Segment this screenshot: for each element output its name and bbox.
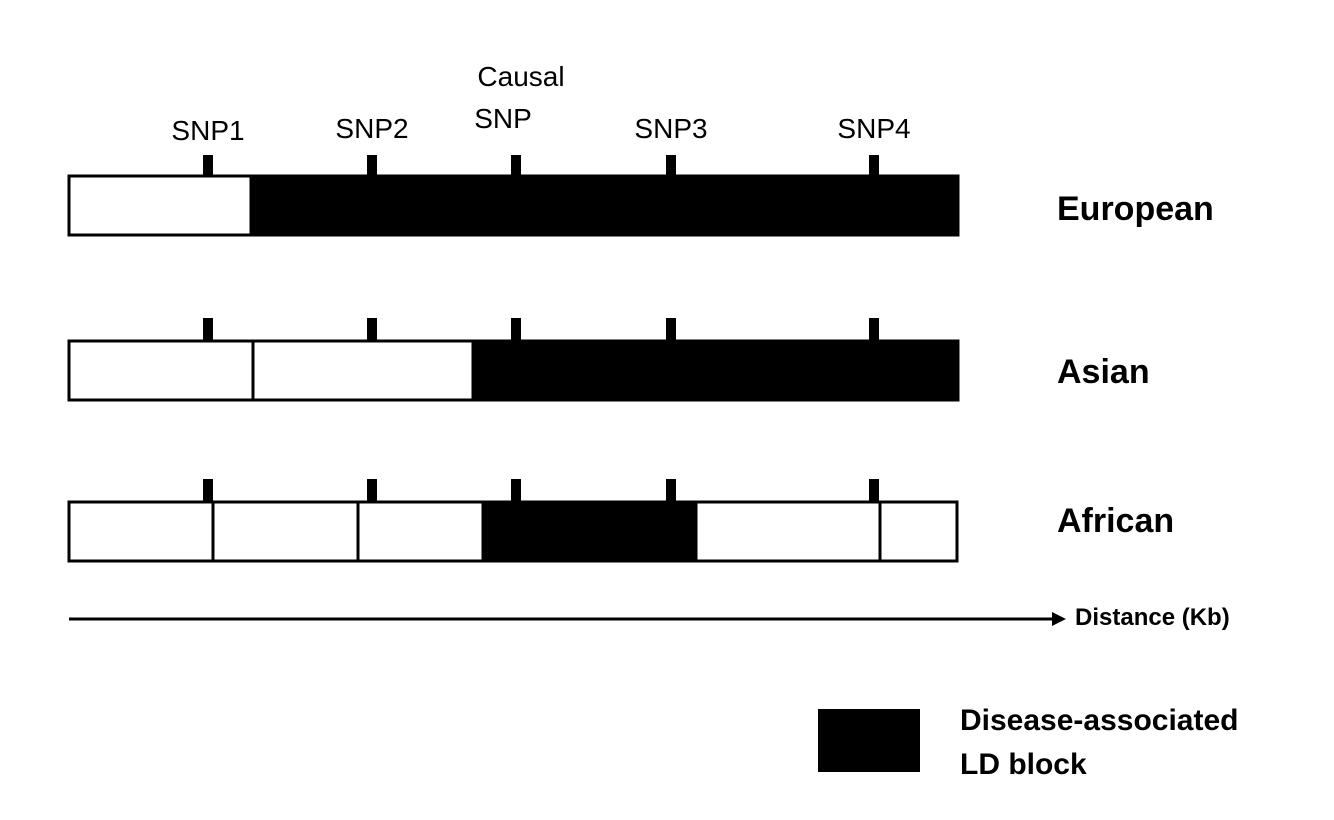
legend-swatch [818,709,920,772]
asian-row [67,318,960,402]
european-causal-tick [511,155,521,177]
african-snp2-tick [367,479,377,503]
european-ld-block [249,174,960,237]
african-snp1-tick [203,479,213,503]
legend-label-line2: LD block [960,748,1087,781]
african-block-5 [694,500,882,563]
asian-block-1 [67,339,255,402]
african-causal-tick [511,479,521,503]
african-snp3-tick [666,479,676,503]
distance-axis-label: Distance (Kb) [1075,604,1230,631]
distance-axis-arrowhead [1052,612,1066,626]
population-label-european: European [1057,190,1214,228]
african-block-6 [878,500,959,563]
european-block-1 [67,174,253,237]
asian-causal-tick [511,318,521,342]
asian-snp4-tick [869,318,879,342]
snp2-label: SNP2 [335,113,408,144]
population-label-african: African [1057,502,1174,540]
african-block-3 [356,500,485,563]
african-row [67,479,959,563]
european-snp4-tick [869,155,879,177]
asian-snp2-tick [367,318,377,342]
european-row [67,155,960,237]
snp4-label: SNP4 [837,113,910,144]
african-block-2 [211,500,360,563]
population-label-asian: Asian [1057,353,1150,391]
causal-snp-label-line1: Causal [477,61,564,92]
asian-ld-block [471,339,960,402]
african-ld-block [481,500,698,563]
african-block-1 [67,500,215,563]
snp3-label: SNP3 [634,113,707,144]
asian-block-2 [251,339,475,402]
asian-snp3-tick [666,318,676,342]
asian-snp1-tick [203,318,213,342]
causal-snp-label-line2: SNP [474,103,532,134]
european-snp1-tick [203,155,213,177]
european-snp2-tick [367,155,377,177]
snp1-label: SNP1 [171,115,244,146]
european-snp3-tick [666,155,676,177]
legend-label-line1: Disease-associated [960,704,1239,737]
african-snp4-tick [869,479,879,503]
